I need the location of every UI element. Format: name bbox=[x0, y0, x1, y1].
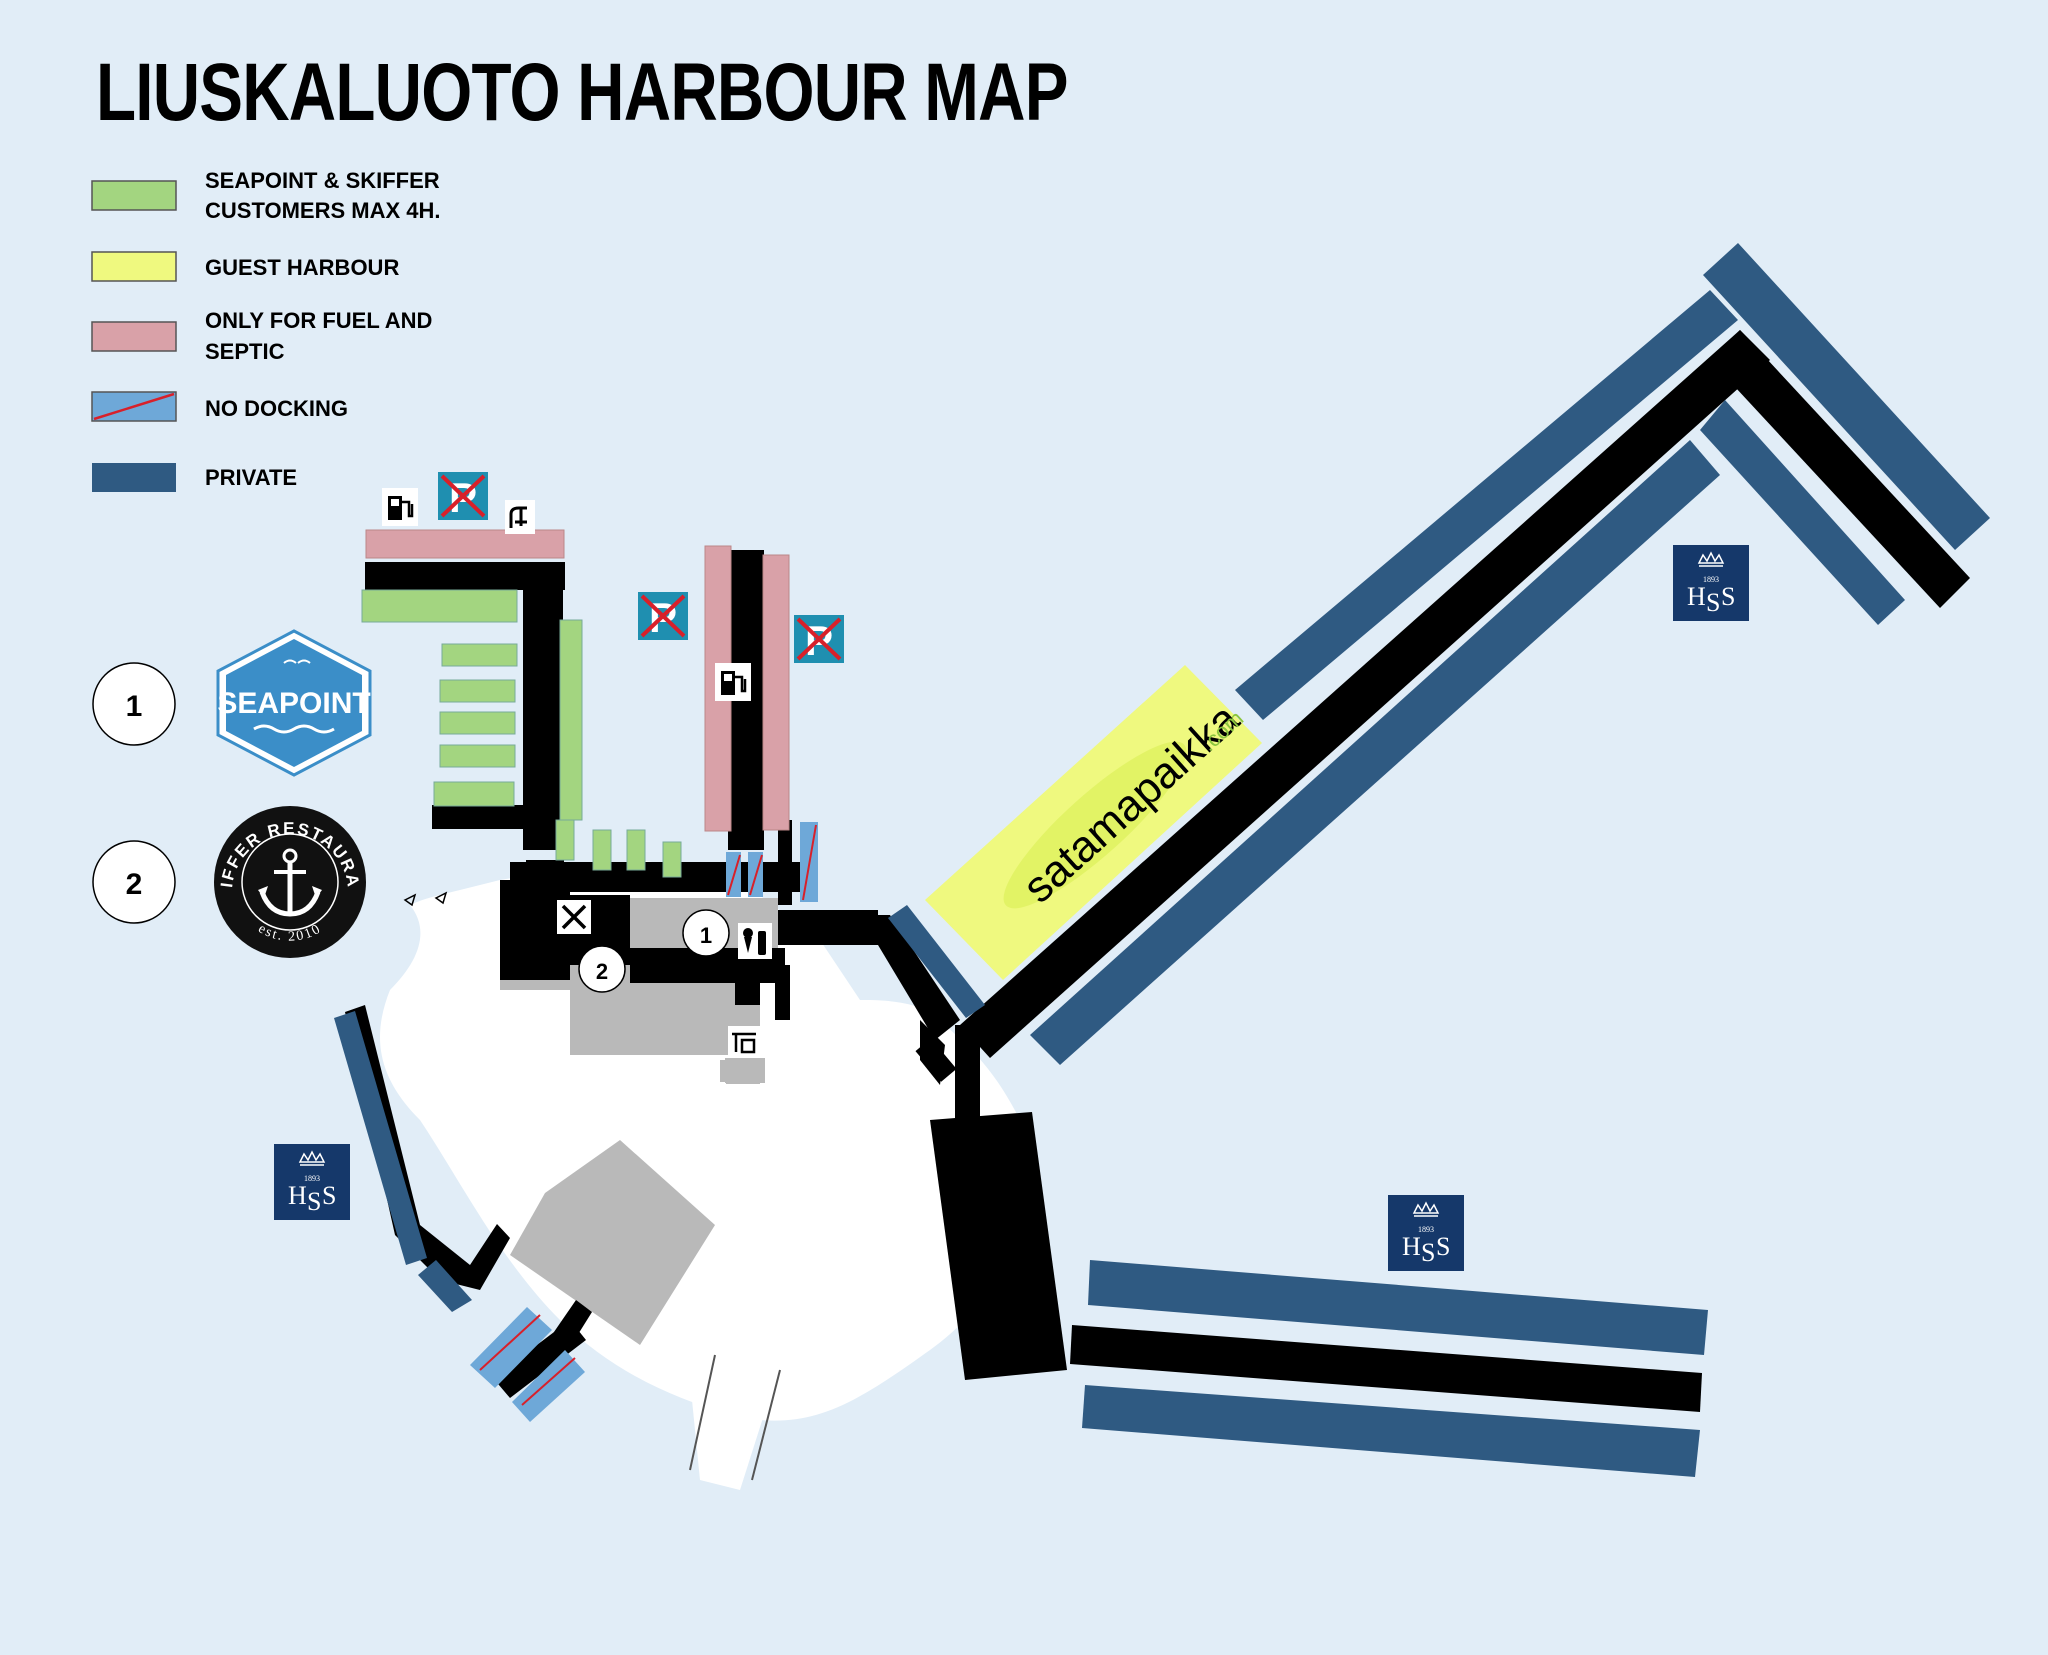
svg-text:S: S bbox=[322, 1181, 336, 1210]
svg-text:S: S bbox=[1706, 588, 1720, 617]
private-berth-ne-top bbox=[1235, 290, 1738, 720]
breakwater bbox=[930, 1112, 1067, 1380]
svg-text:SEAPOINT: SEAPOINT bbox=[217, 687, 370, 720]
place-2-number-circle bbox=[92, 840, 176, 924]
svg-text:H: H bbox=[1687, 582, 1706, 611]
hss-badge-southeast: H S S 1893 bbox=[1387, 1194, 1465, 1272]
legend-item-guest-harbour: GUEST HARBOUR bbox=[91, 251, 399, 282]
hss-badge-northeast: H S S 1893 bbox=[1672, 544, 1750, 622]
sauna-icon bbox=[728, 1026, 760, 1056]
fuel-pump-icon-2 bbox=[713, 661, 753, 703]
svg-text:SEPTIC: SEPTIC bbox=[205, 339, 285, 364]
fuel-berth-top bbox=[365, 529, 565, 559]
svg-text:1: 1 bbox=[126, 690, 143, 723]
legend-swatch-private bbox=[92, 463, 176, 492]
anchor-icon bbox=[258, 848, 322, 917]
legend: SEAPOINT & SKIFFER CUSTOMERS MAX 4H. GUE… bbox=[91, 168, 441, 492]
svg-text:GUEST HARBOUR: GUEST HARBOUR bbox=[205, 255, 399, 280]
customer-berth-long bbox=[559, 619, 583, 821]
place-1-number-circle bbox=[92, 662, 176, 746]
map-marker-1[interactable]: 1 bbox=[682, 909, 730, 957]
island-land bbox=[380, 860, 1033, 1421]
svg-text:PRIVATE: PRIVATE bbox=[205, 465, 297, 490]
legend-swatch-customers bbox=[91, 180, 177, 211]
svg-text:S: S bbox=[1436, 1232, 1450, 1261]
slipway bbox=[690, 1380, 775, 1490]
private-berth-west bbox=[334, 1011, 427, 1265]
svg-text:est. 2010: est. 2010 bbox=[256, 921, 325, 944]
svg-text:1893: 1893 bbox=[1703, 575, 1719, 584]
private-berth-se-bottom bbox=[1082, 1385, 1700, 1477]
map-marker-2[interactable]: 2 bbox=[578, 945, 626, 993]
fuel-berths bbox=[365, 529, 790, 832]
svg-text:ONLY FOR FUEL AND: ONLY FOR FUEL AND bbox=[205, 308, 432, 333]
svg-text:H: H bbox=[1402, 1232, 1421, 1261]
customer-berths bbox=[361, 589, 682, 878]
private-berths bbox=[334, 243, 1990, 1477]
fuel-berth-middle-right bbox=[762, 554, 790, 831]
restaurant-icon bbox=[557, 900, 591, 934]
building-southwest bbox=[510, 1140, 715, 1345]
customer-berth-1 bbox=[361, 589, 518, 623]
legend-item-private: PRIVATE bbox=[92, 463, 297, 492]
private-berth-ne-bottom bbox=[1030, 440, 1720, 1065]
pier-northeast-arm bbox=[1710, 330, 1970, 608]
legend-item-customers: SEAPOINT & SKIFFER CUSTOMERS MAX 4H. bbox=[91, 168, 441, 223]
no-docking-berths bbox=[470, 822, 818, 1422]
place-1[interactable]: 1 bbox=[92, 662, 176, 746]
pier-west-foot bbox=[432, 805, 552, 829]
septic-pump-icon bbox=[505, 500, 535, 534]
svg-text:2: 2 bbox=[596, 959, 608, 984]
svg-text:SEAPOINT & SKIFFER: SEAPOINT & SKIFFER bbox=[205, 168, 440, 193]
svg-text:1893: 1893 bbox=[1418, 1225, 1434, 1234]
svg-text:S: S bbox=[1721, 582, 1735, 611]
place-2[interactable]: 2 bbox=[92, 840, 176, 924]
legend-item-no-docking: NO DOCKING bbox=[91, 391, 348, 422]
no-parking-icon bbox=[436, 470, 490, 523]
legend-item-fuel: ONLY FOR FUEL AND SEPTIC bbox=[91, 308, 432, 364]
private-berth-small bbox=[888, 905, 985, 1018]
svg-text:1: 1 bbox=[700, 923, 712, 948]
slipway-rail-left bbox=[689, 1354, 716, 1471]
legend-swatch-guest bbox=[91, 251, 177, 282]
pier-northeast bbox=[960, 330, 1770, 1058]
svg-text:S: S bbox=[1421, 1238, 1435, 1267]
private-berth-se-top bbox=[1088, 1260, 1708, 1355]
seapoint-logo: SEAPOINT bbox=[216, 629, 372, 777]
svg-text:1893: 1893 bbox=[304, 1174, 320, 1183]
no-parking-icon-3 bbox=[792, 613, 846, 666]
private-berth-arm-outer bbox=[1703, 243, 1990, 550]
rock-marker-2 bbox=[434, 891, 448, 905]
svg-text:S: S bbox=[307, 1187, 321, 1216]
svg-text:2: 2 bbox=[126, 868, 143, 901]
ice-cream-icon bbox=[738, 923, 772, 959]
svg-text:H: H bbox=[288, 1181, 307, 1210]
page-title: LIUSKALUOTO HARBOUR MAP bbox=[96, 47, 1068, 138]
private-berth-arm-inner bbox=[1700, 400, 1905, 625]
pier-top-bar bbox=[365, 562, 565, 590]
pier-southeast bbox=[1070, 1325, 1702, 1412]
no-parking-icon-2 bbox=[636, 590, 690, 643]
slipway-rail-right bbox=[751, 1369, 781, 1481]
rock-marker-1 bbox=[403, 893, 417, 907]
legend-swatch-fuel bbox=[91, 321, 177, 352]
svg-text:CUSTOMERS MAX 4H.: CUSTOMERS MAX 4H. bbox=[205, 198, 441, 223]
skiffer-restaurant-logo: SKIFFER RESTAURANT est. 2010 bbox=[214, 806, 366, 958]
fuel-pump-icon bbox=[380, 486, 420, 528]
svg-text:NO DOCKING: NO DOCKING bbox=[205, 396, 348, 421]
hss-badge-west: H S S 1893 bbox=[273, 1143, 351, 1221]
